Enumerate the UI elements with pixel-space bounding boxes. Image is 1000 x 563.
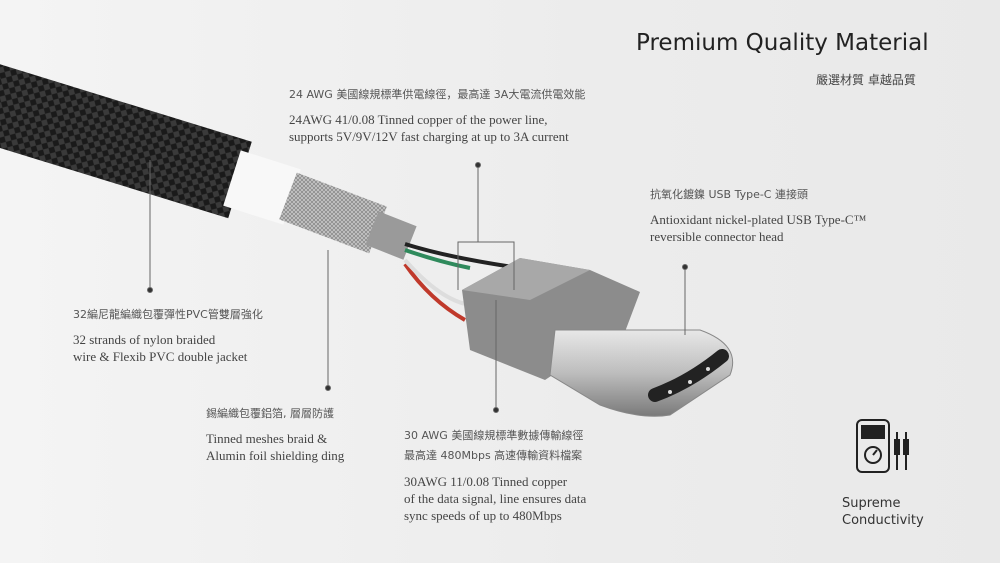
connector-cn: 抗氧化鍍鎳 USB Type-C 連接頭 xyxy=(650,188,808,201)
shield-en-2: Alumin foil shielding ding xyxy=(206,448,345,463)
badge-line-1: Supreme xyxy=(842,496,901,511)
data-cn-1: 30 AWG 美國線規標準數據傳輸線徑 xyxy=(404,429,584,442)
shield-callout: 錫編織包覆鋁箔, 層層防護 Tinned meshes braid & Alum… xyxy=(206,405,344,464)
power-en-1: 24AWG 41/0.08 Tinned copper of the power… xyxy=(289,112,548,127)
data-en-3: sync speeds of up to 480Mbps xyxy=(404,508,562,523)
page-title: Premium Quality Material xyxy=(636,30,929,56)
connector-callout: 抗氧化鍍鎳 USB Type-C 連接頭 Antioxidant nickel-… xyxy=(650,186,866,245)
shield-en-1: Tinned meshes braid & xyxy=(206,431,328,446)
jacket-en-2: wire & Flexib PVC double jacket xyxy=(73,349,248,364)
data-en-1: 30AWG 11/0.08 Tinned copper xyxy=(404,474,568,489)
power-line-callout: 24 AWG 美國線規標準供電線徑，最高達 3A大電流供電效能 24AWG 41… xyxy=(289,86,585,145)
jacket-callout: 32編尼龍編織包覆彈性PVC管雙層強化 32 strands of nylon … xyxy=(73,306,263,365)
usb-c-connector xyxy=(462,258,734,417)
data-line-callout: 30 AWG 美國線規標準數據傳輸線徑 最高達 480Mbps 高速傳輸資料檔案… xyxy=(404,427,586,524)
jacket-en-1: 32 strands of nylon braided xyxy=(73,332,216,347)
connector-en-1: Antioxidant nickel-plated USB Type-C™ xyxy=(650,212,867,227)
multimeter-icon xyxy=(856,419,909,473)
conductivity-badge: Supreme Conductivity xyxy=(842,495,924,529)
braided-cable xyxy=(0,64,417,260)
jacket-cn: 32編尼龍編織包覆彈性PVC管雙層強化 xyxy=(73,308,263,321)
data-en-2: of the data signal, line ensures data xyxy=(404,491,587,506)
shield-cn: 錫編織包覆鋁箔, 層層防護 xyxy=(206,407,334,420)
badge-line-2: Conductivity xyxy=(842,513,924,528)
power-cn: 24 AWG 美國線規標準供電線徑，最高達 3A大電流供電效能 xyxy=(289,88,586,101)
connector-en-2: reversible connector head xyxy=(650,229,784,244)
callout-lines xyxy=(147,160,688,413)
power-en-2: supports 5V/9V/12V fast charging at up t… xyxy=(289,129,569,144)
data-cn-2: 最高達 480Mbps 高速傳輸資料檔案 xyxy=(404,449,583,462)
page-subtitle: 嚴選材質 卓越品質 xyxy=(816,73,916,87)
